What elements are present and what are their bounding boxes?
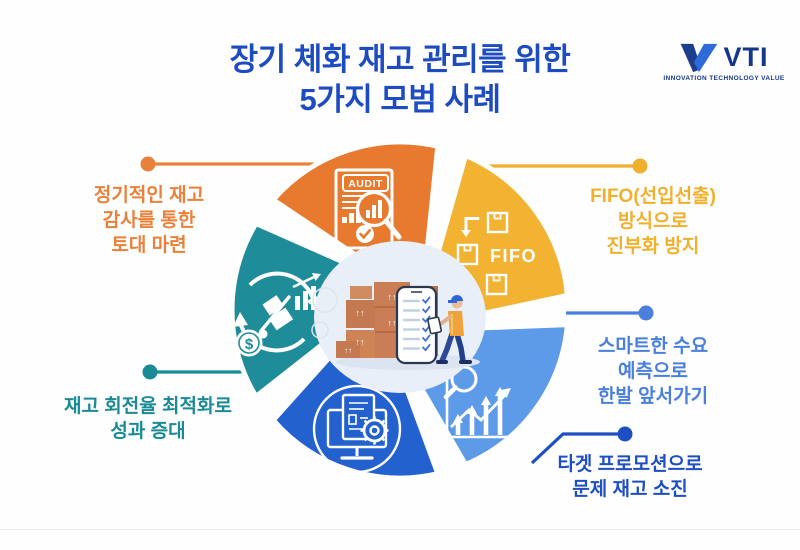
- vti-logo-text: VTI: [723, 42, 769, 72]
- label-target-promotion: 타겟 프로모션으로 문제 재고 소진: [530, 452, 730, 502]
- label-line: 타겟 프로모션으로: [557, 454, 703, 475]
- connector-dot-fifo: [632, 158, 648, 174]
- center-illustration: ↑↑ ↑↑ ↑↑ ↑↑ ↑↑: [311, 241, 486, 393]
- connector-dot-audit: [140, 156, 156, 172]
- connector-line-promotion: [530, 432, 625, 465]
- label-line: 문제 재고 소진: [572, 479, 688, 500]
- label-fifo-method: FIFO(선입선출) 방식으로 진부화 방지: [553, 184, 753, 259]
- page-title-line2: 5가지 모범 사례: [299, 81, 501, 117]
- fifo-boxes-icon: FIFO: [453, 211, 537, 296]
- page-title: 장기 체화 재고 관리를 위한 5가지 모범 사례: [0, 40, 800, 119]
- audit-report-icon: AUDIT: [334, 168, 402, 250]
- svg-text:↑↑: ↑↑: [388, 292, 397, 302]
- connector-dot-turnover: [142, 364, 158, 380]
- inventory-turnover-cycle-icon: $: [233, 271, 321, 357]
- audit-icon-text: AUDIT: [348, 178, 383, 190]
- label-line: 성과 증대: [110, 421, 186, 442]
- label-line: FIFO(선입선출): [590, 186, 716, 207]
- vti-logo-tagline: INNOVATION TECHNOLOGY VALUE: [663, 75, 785, 82]
- label-line: 예측으로: [618, 361, 688, 382]
- monitor-gear-icon: [312, 384, 402, 474]
- svg-text:↑↑: ↑↑: [356, 308, 365, 318]
- label-regular-audit: 정기적인 재고 감사를 통한 토대 마련: [44, 183, 254, 258]
- connector-dot-forecast: [638, 305, 654, 321]
- label-line: 감사를 통한: [102, 210, 196, 231]
- page-title-line1: 장기 체화 재고 관리를 위한: [229, 42, 571, 77]
- label-line: 스마트한 수요: [597, 336, 709, 357]
- label-turnover-optimization: 재고 회전율 최적화로 성과 증대: [38, 394, 258, 444]
- label-line: 진부화 방지: [606, 236, 700, 257]
- label-line: 정기적인 재고: [93, 185, 205, 206]
- label-line: 토대 마련: [111, 235, 187, 256]
- label-line: 방식으로: [618, 211, 688, 232]
- demand-forecast-chart-icon: [443, 365, 519, 439]
- bottom-divider: [0, 529, 800, 530]
- label-line: 재고 회전율 최적화로: [64, 396, 232, 417]
- connector-dot-promotion: [617, 426, 633, 442]
- svg-text:↑↑: ↑↑: [344, 346, 352, 355]
- svg-text:↑↑: ↑↑: [388, 318, 397, 328]
- vti-logo: VTI INNOVATION TECHNOLOGY VALUE: [663, 42, 785, 82]
- dollar-icon-text: $: [245, 336, 254, 353]
- label-smart-forecast: 스마트한 수요 예측으로 한발 앞서가기: [553, 334, 753, 409]
- vti-logo-icon: [681, 43, 718, 72]
- svg-text:↑↑: ↑↑: [356, 337, 365, 347]
- label-line: 한발 앞서가기: [597, 386, 709, 407]
- vti-logo-row: VTI: [679, 42, 768, 73]
- fifo-icon-text: FIFO: [490, 246, 537, 266]
- warehouse-worker: [427, 295, 472, 364]
